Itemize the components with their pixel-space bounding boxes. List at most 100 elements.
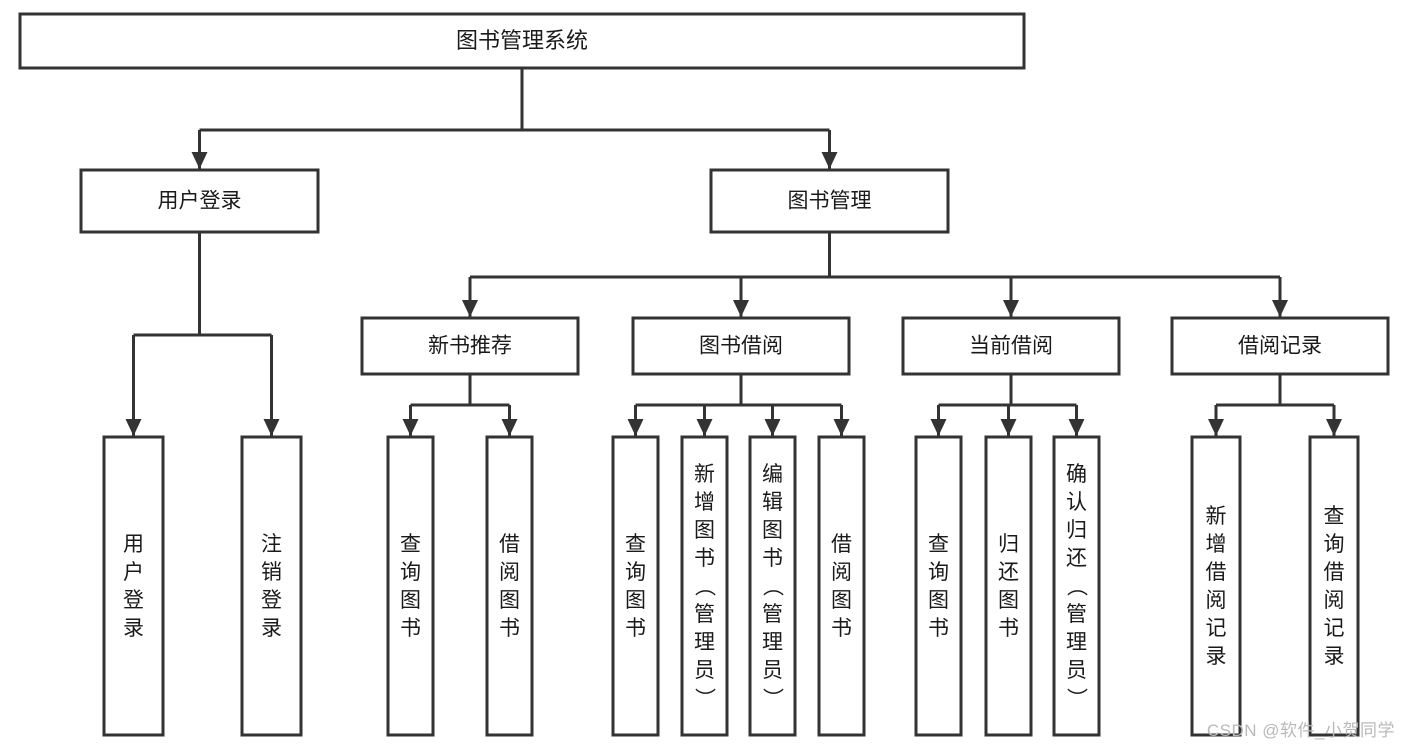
node-label-char: 询 <box>400 561 421 584</box>
arrow-head-icon <box>263 419 280 436</box>
node-e794a8e688b7e799bbe5bd95-l1-0[interactable]: 用户登录 <box>79 168 320 234</box>
node-e696b0e4b9a6e68ea8e88d90-l2-0[interactable]: 新书推荐 <box>360 316 580 376</box>
node-box-rect <box>611 435 660 737</box>
node-box-rect <box>1190 435 1242 737</box>
arrow-head-icon <box>627 419 644 436</box>
node-label-char: ） <box>761 688 784 709</box>
node-box-rect <box>102 435 165 737</box>
arrow-head-icon <box>462 300 478 317</box>
node-e59bbee4b9a6e7aea1e79086e7b3bbe7bb9f-root[interactable]: 图书管理系统 <box>18 12 1026 70</box>
node-box-rect <box>386 435 435 737</box>
node-label-char: 图 <box>499 589 520 612</box>
arrow-head-icon <box>1208 419 1224 436</box>
node-label-char: 图 <box>694 519 715 542</box>
connectors-layer <box>125 68 1342 436</box>
node-label-char: 增 <box>1206 533 1227 556</box>
node-label-char: 登 <box>261 589 282 612</box>
node-label-char: 查 <box>400 533 421 556</box>
arrow-head-icon <box>1003 300 1019 317</box>
node-label-char: 理 <box>762 631 783 654</box>
node-label-char: （ <box>693 576 716 597</box>
node-label-char: 图 <box>625 589 646 612</box>
node-label-char: 理 <box>694 631 715 654</box>
node-e5bd93e5898de5809fe99885-l2-2[interactable]: 当前借阅 <box>901 316 1121 376</box>
node-box-rect <box>709 168 950 234</box>
node-label-char: 归 <box>998 533 1019 556</box>
node-label-char: 借 <box>499 533 520 556</box>
node-label-char: 记 <box>1324 617 1345 640</box>
arrow-head-icon <box>821 152 838 169</box>
node-label-char: 书 <box>694 547 715 570</box>
node-label-char: 员 <box>1066 659 1087 682</box>
node-box-rect <box>360 316 580 376</box>
node-e5809fe99885e8aeb0e5bd95-l2-3[interactable]: 借阅记录 <box>1170 316 1390 376</box>
node-box-rect <box>18 12 1026 70</box>
node-box-rect <box>914 435 963 737</box>
node-label-char: 录 <box>1206 645 1227 668</box>
arrow-head-icon <box>1000 419 1017 436</box>
node-label-char: 登 <box>123 589 144 612</box>
node-e794a8e688b7e799bbe5bd95-leaf-login-0[interactable]: 用户登录 <box>102 435 165 737</box>
node-label-char: 图 <box>762 519 783 542</box>
node-e59bbee4b9a6e5809fe99885-l2-1[interactable]: 图书借阅 <box>631 316 851 376</box>
node-box-rect <box>631 316 851 376</box>
arrow-head-icon <box>1068 419 1085 436</box>
node-box-rect <box>1170 316 1390 376</box>
arrow-head-icon <box>833 419 850 436</box>
node-label-char: 认 <box>1066 491 1087 514</box>
node-label-char: 借 <box>1206 561 1227 584</box>
node-box-rect <box>240 435 303 737</box>
node-label: 用户登录 <box>158 190 242 213</box>
node-label: 用户登录 <box>123 533 144 640</box>
node-box-rect <box>1308 435 1360 737</box>
arrow-head-icon <box>501 419 518 436</box>
node-label-char: 书 <box>400 617 421 640</box>
arrow-head-icon <box>930 419 947 436</box>
arrow-head-icon <box>402 419 419 436</box>
node-label-char: 管 <box>694 603 715 626</box>
node-label-char: 借 <box>831 533 852 556</box>
node-label: 图书借阅 <box>699 335 783 358</box>
node-label-char: 查 <box>625 533 646 556</box>
node-box-rect <box>1052 435 1101 737</box>
node-box-rect <box>817 435 866 737</box>
arrow-head-icon <box>125 419 142 436</box>
arrow-head-icon <box>1326 419 1342 436</box>
node-label-char: 借 <box>1324 561 1345 584</box>
node-e59bbee4b9a6e7aea1e79086-l1-1[interactable]: 图书管理 <box>709 168 950 234</box>
node-label-char: 员 <box>694 659 715 682</box>
node-label-char: 归 <box>1066 519 1087 542</box>
node-label-char: ） <box>693 688 716 709</box>
node-label-char: （ <box>761 576 784 597</box>
node-label-char: 询 <box>928 561 949 584</box>
node-label-char: 理 <box>1066 631 1087 654</box>
node-label-char: 增 <box>694 491 715 514</box>
node-label-char: 图 <box>400 589 421 612</box>
node-label-char: 户 <box>123 561 144 584</box>
node-label-char: 新 <box>694 463 715 486</box>
node-label-char: 阅 <box>831 561 852 584</box>
node-label-char: 查 <box>1324 505 1345 528</box>
